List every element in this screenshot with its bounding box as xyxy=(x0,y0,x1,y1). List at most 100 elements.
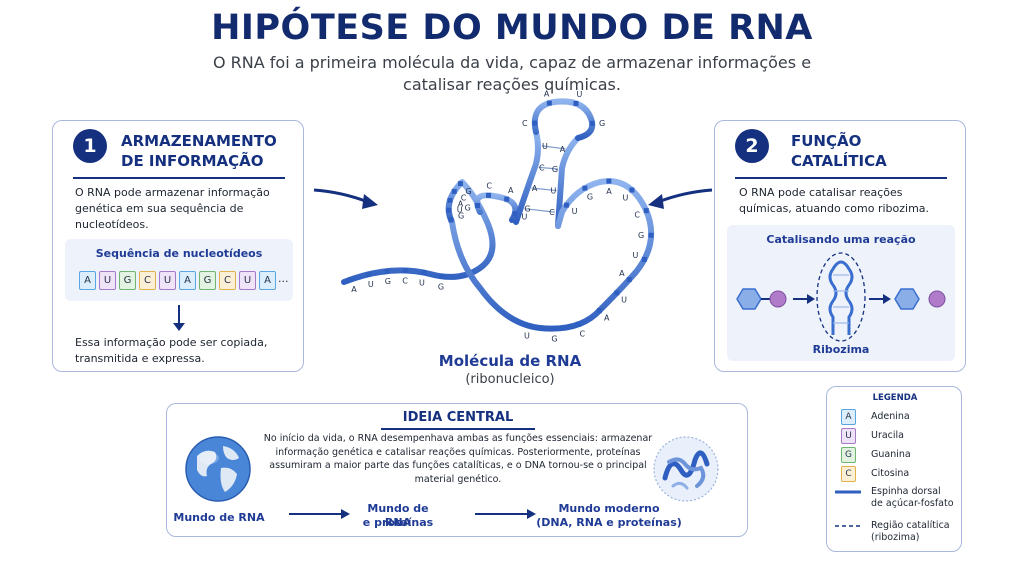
backbone-nucleotide-mark xyxy=(457,181,463,187)
backbone-nucleotide-mark xyxy=(451,188,457,194)
rna-left-stem-nucleotide: U xyxy=(457,205,463,214)
product-arrow-icon xyxy=(869,294,891,304)
stage-modern-world-line2: (DNA, RNA e proteínas) xyxy=(536,516,682,529)
rna-backbone-top-loop xyxy=(531,98,596,141)
backbone-nucleotide-mark xyxy=(589,120,595,126)
rna-top-loop-nucleotide: C xyxy=(522,119,528,128)
rna-top-loop-nucleotide: G xyxy=(599,119,605,128)
rna-right-loop-nucleotide: U xyxy=(622,194,628,203)
backbone-nucleotide-mark xyxy=(474,203,480,209)
product-sphere-icon xyxy=(928,290,946,308)
panel-title-line1: ARMAZENAMENTO xyxy=(121,132,277,150)
legend-catalytic-line2: (ribozima) xyxy=(871,532,920,543)
backbone-nucleotide-mark xyxy=(582,185,588,191)
rna-stem-nucleotide: A xyxy=(560,145,566,154)
backbone-nucleotide-mark xyxy=(576,321,582,327)
rna-left-stem-nucleotide: G xyxy=(458,212,464,221)
nucleotide-tile: A xyxy=(179,271,196,290)
nucleotide-tile: G xyxy=(199,271,216,290)
panel-title-line2: CATALÍTICA xyxy=(791,152,887,170)
legend-backbone-line1: Espinha dorsal xyxy=(871,486,941,497)
rna-left-stem-nucleotide: G xyxy=(465,187,471,196)
nucleotide-tile: G xyxy=(119,271,136,290)
backbone-nucleotide-mark xyxy=(573,100,579,106)
stage-modern-world-line1: Mundo moderno xyxy=(558,502,660,515)
legend-label: Citosina xyxy=(871,468,910,479)
rna-bottom-nucleotide: A xyxy=(604,313,610,322)
backbone-nucleotide-mark xyxy=(551,326,557,332)
legend-backbone-line2: de açúcar-fosfato xyxy=(871,498,954,509)
backbone-nucleotide-mark xyxy=(626,277,632,283)
nucleotide-tile: C xyxy=(139,271,156,290)
base-pair-bond xyxy=(524,208,555,213)
panel-bottom-text: Essa informação pode ser copiada, transm… xyxy=(75,336,268,365)
backbone-nucleotide-mark xyxy=(348,277,354,283)
rna-right-loop-nucleotide: A xyxy=(606,187,612,196)
legend-swatch: U xyxy=(841,428,856,444)
backbone-nucleotide-mark xyxy=(596,308,602,314)
base-pair-bond xyxy=(531,187,557,192)
legend-catalytic-line1: Região catalítica xyxy=(871,520,950,531)
rna-left-stem-nucleotide: C xyxy=(461,193,467,202)
rna-stem-nucleotide: A xyxy=(532,184,538,193)
nucleotide-tile: U xyxy=(239,271,256,290)
catalytic-region-outline xyxy=(816,252,866,342)
backbone-nucleotide-mark xyxy=(448,217,454,223)
rna-bottom-nucleotide: U xyxy=(621,296,627,305)
panel-title-rule xyxy=(735,177,947,179)
central-idea-title: IDEIA CENTRAL xyxy=(402,410,514,425)
rna-backbone-body xyxy=(449,178,655,332)
rna-backbone-tail xyxy=(341,179,496,285)
panel-text: O RNA pode catalisar reações químicas, a… xyxy=(739,186,930,215)
backbone-nucleotide-mark xyxy=(504,196,510,202)
product-hexagon-icon xyxy=(894,288,920,310)
catalytic-panel: 2 FUNÇÃO CATALÍTICA O RNA pode catalisar… xyxy=(714,120,966,372)
protein-structure-icon xyxy=(653,436,719,502)
rna-stem-nucleotide: U xyxy=(542,142,548,151)
central-idea-panel: IDEIA CENTRAL No início da vida, o RNA d… xyxy=(166,403,748,537)
panel-number-badge: 2 xyxy=(735,129,769,163)
substrate-hexagon-icon xyxy=(736,288,762,310)
rna-backbone-small-loop xyxy=(474,192,519,223)
rna-stem-nucleotide: G xyxy=(524,205,530,214)
rna-tail-nucleotide: A xyxy=(351,285,357,294)
rna-tail-nucleotide: U xyxy=(368,280,374,289)
panel-number-badge: 1 xyxy=(73,129,107,163)
ribozyme-label: Ribozima xyxy=(812,343,870,356)
rna-bottom-nucleotide: C xyxy=(579,330,585,339)
rna-bottom-nucleotide: U xyxy=(524,332,530,341)
nucleotide-tile: A xyxy=(259,271,276,290)
rna-tail-nucleotide: G xyxy=(385,277,391,286)
down-arrow-icon xyxy=(173,305,185,331)
rna-backbone-stem-right-strand xyxy=(555,135,581,229)
legend-label: Uracila xyxy=(871,430,905,441)
rna-small-loop-nucleotide: U xyxy=(521,213,527,222)
catalysis-box: Catalisando uma reação xyxy=(727,225,955,361)
backbone-nucleotide-mark xyxy=(446,207,452,213)
nucleotide-tile: U xyxy=(99,271,116,290)
page-subtitle: O RNA foi a primeira molécula da vida, c… xyxy=(212,53,812,94)
backbone-nucleotide-mark xyxy=(447,197,453,203)
rna-small-loop-nucleotide: C xyxy=(486,181,492,190)
rna-stem-nucleotide: U xyxy=(550,187,556,196)
rna-backbone-stem-left-strand xyxy=(513,129,541,225)
rna-tail-nucleotide: U xyxy=(419,278,425,287)
panel-title-rule xyxy=(73,177,285,179)
backbone-nucleotide-mark xyxy=(526,323,532,329)
backbone-nucleotide-mark xyxy=(563,202,569,208)
molecule-label: Molécula de RNA xyxy=(438,352,582,370)
rna-right-loop-nucleotide: G xyxy=(587,193,593,202)
base-pair-bond xyxy=(538,166,558,170)
backbone-nucleotide-mark xyxy=(629,187,635,193)
rna-small-loop-nucleotide: A xyxy=(508,186,514,195)
molecule-sublabel: (ribonucleico) xyxy=(465,372,555,387)
rna-top-loop-nucleotide: A xyxy=(544,89,550,98)
legend-swatch: A xyxy=(841,409,856,425)
rna-bottom-nucleotide: G xyxy=(551,335,557,344)
rna-small-loop-nucleotide: G xyxy=(465,204,471,213)
backbone-nucleotide-mark xyxy=(614,290,620,296)
rna-stem-nucleotide: C xyxy=(539,163,545,172)
sequence-label: Sequência de nucleotídeos xyxy=(95,247,263,260)
stage-rna-protein-world-line2: e proteínas xyxy=(362,516,434,529)
